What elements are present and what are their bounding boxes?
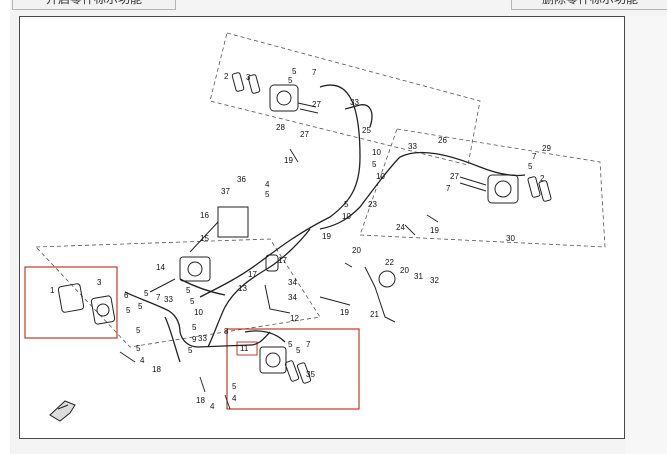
remove-part-labels-button[interactable]: 删除零件标示功能: [511, 0, 667, 10]
callout-33b[interactable]: 33: [408, 142, 417, 151]
exploded-diagram-frame: 2 3 5 5 7 27 28 27 33 25 19 26 33 7 5 27…: [19, 16, 625, 439]
callout-4c[interactable]: 4: [232, 394, 237, 403]
callout-19b[interactable]: 19: [430, 226, 439, 235]
master-cylinder: [149, 206, 291, 314]
callout-10b[interactable]: 10: [376, 172, 385, 181]
callout-4b[interactable]: 4: [140, 356, 145, 365]
highlight-box-caliper[interactable]: [226, 328, 360, 410]
callout-11[interactable]: 11: [240, 344, 249, 353]
callout-35[interactable]: 35: [306, 370, 315, 379]
callout-19c[interactable]: 19: [322, 232, 331, 241]
callout-30[interactable]: 30: [506, 234, 515, 243]
callout-18[interactable]: 18: [152, 365, 161, 374]
callout-10c[interactable]: 10: [342, 212, 351, 221]
bolts: [119, 148, 439, 410]
callout-5q[interactable]: 5: [296, 346, 301, 355]
north-arrow-icon: [49, 400, 76, 422]
caliper-right: [459, 174, 552, 204]
callout-31[interactable]: 31: [414, 272, 423, 281]
callout-33[interactable]: 33: [350, 98, 359, 107]
callout-12[interactable]: 12: [290, 314, 299, 323]
callout-20[interactable]: 20: [352, 246, 361, 255]
callout-5k[interactable]: 5: [126, 306, 131, 315]
callout-7d[interactable]: 7: [156, 293, 161, 302]
callout-18b[interactable]: 18: [196, 396, 205, 405]
callout-5o[interactable]: 5: [188, 346, 193, 355]
brake-pedal: [319, 266, 396, 323]
caliper-top: [231, 72, 319, 114]
callout-27[interactable]: 27: [312, 100, 321, 109]
callout-8[interactable]: 8: [224, 327, 229, 336]
callout-5m[interactable]: 5: [136, 344, 141, 353]
callout-5h[interactable]: 5: [190, 297, 195, 306]
callout-28[interactable]: 28: [276, 123, 285, 132]
dashed-outlines: [35, 32, 606, 348]
brake-system-diagram: 2 3 5 5 7 27 28 27 33 25 19 26 33 7 5 27…: [24, 32, 606, 422]
callout-7e[interactable]: 7: [306, 340, 311, 349]
callout-4[interactable]: 4: [265, 180, 270, 189]
caliper-bottom: [259, 346, 312, 384]
callout-16[interactable]: 16: [200, 211, 209, 220]
callout-2[interactable]: 2: [224, 72, 229, 81]
callout-4d[interactable]: 4: [210, 402, 215, 411]
left-edge-strip: [0, 0, 10, 454]
callout-3[interactable]: 3: [246, 73, 251, 82]
right-gutter: [626, 16, 667, 454]
callout-34b[interactable]: 34: [288, 293, 297, 302]
callout-33d[interactable]: 33: [198, 334, 207, 343]
callout-3b[interactable]: 3: [97, 278, 102, 287]
callout-37[interactable]: 37: [221, 187, 230, 196]
callout-20b[interactable]: 20: [400, 266, 409, 275]
brake-lines: [124, 84, 526, 363]
callout-5g[interactable]: 5: [186, 286, 191, 295]
callout-5b[interactable]: 5: [288, 76, 293, 85]
callout-5p[interactable]: 5: [288, 340, 293, 349]
callout-5i[interactable]: 5: [144, 289, 149, 298]
callout-22[interactable]: 22: [385, 258, 394, 267]
callout-33c[interactable]: 33: [164, 295, 173, 304]
callout-5j[interactable]: 5: [138, 302, 143, 311]
callout-17b[interactable]: 17: [248, 270, 257, 279]
callout-7c[interactable]: 7: [446, 184, 451, 193]
callout-36[interactable]: 36: [237, 175, 246, 184]
callout-14[interactable]: 14: [156, 263, 165, 272]
highlight-box-label-11[interactable]: [236, 341, 258, 356]
callout-19d[interactable]: 19: [340, 308, 349, 317]
enable-part-labels-button[interactable]: 开启零件标示功能: [12, 0, 176, 10]
callout-5[interactable]: 5: [292, 67, 297, 76]
callout-15[interactable]: 15: [200, 234, 209, 243]
caliper-left: [57, 283, 116, 325]
highlight-box-left[interactable]: [24, 266, 118, 339]
callout-6[interactable]: 6: [124, 291, 129, 300]
callout-5f[interactable]: 5: [265, 190, 270, 199]
callout-13[interactable]: 13: [238, 284, 247, 293]
callout-1[interactable]: 1: [50, 286, 55, 295]
callout-27c[interactable]: 27: [450, 172, 459, 181]
callout-10[interactable]: 10: [372, 148, 381, 157]
callout-34[interactable]: 34: [288, 278, 297, 287]
callout-7b[interactable]: 7: [532, 152, 537, 161]
callout-10d[interactable]: 10: [194, 308, 203, 317]
callout-27b[interactable]: 27: [300, 130, 309, 139]
callout-23[interactable]: 23: [368, 200, 377, 209]
callout-5e[interactable]: 5: [344, 200, 349, 209]
callout-25[interactable]: 25: [362, 126, 371, 135]
callout-2b[interactable]: 2: [540, 174, 545, 183]
callout-9[interactable]: 9: [192, 335, 197, 344]
callout-17[interactable]: 17: [278, 256, 287, 265]
callout-26[interactable]: 26: [438, 136, 447, 145]
callout-19[interactable]: 19: [284, 156, 293, 165]
callout-5n[interactable]: 5: [192, 323, 197, 332]
callout-5c[interactable]: 5: [528, 162, 533, 171]
callout-24[interactable]: 24: [396, 223, 405, 232]
callout-5r[interactable]: 5: [232, 382, 237, 391]
callout-7[interactable]: 7: [312, 68, 317, 77]
callout-21[interactable]: 21: [370, 310, 379, 319]
callout-32[interactable]: 32: [430, 276, 439, 285]
callout-5d[interactable]: 5: [372, 160, 377, 169]
callout-29[interactable]: 29: [542, 144, 551, 153]
callout-5l[interactable]: 5: [136, 326, 141, 335]
